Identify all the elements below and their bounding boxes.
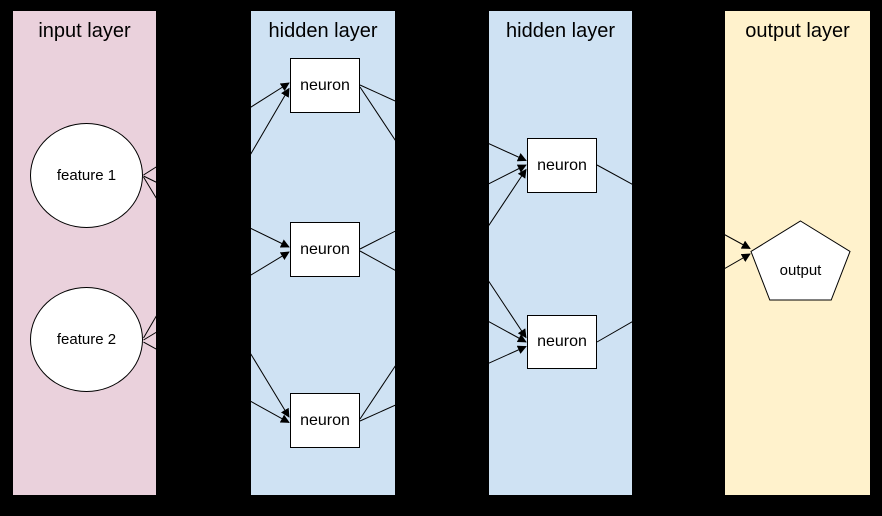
node-hidden2-neuron-1: neuron bbox=[527, 138, 597, 193]
edge-h1n3-h2n1 bbox=[359, 168, 527, 420]
edge-feature1-h1n1 bbox=[143, 82, 290, 176]
hidden-layer-2-title: hidden layer bbox=[506, 20, 615, 42]
node-hidden2-neuron-2: neuron bbox=[527, 315, 597, 369]
edge-h1n3-h2n2 bbox=[359, 345, 527, 422]
node-feature-1: feature 1 bbox=[30, 123, 143, 228]
edge-h1n1-h2n2 bbox=[359, 86, 527, 339]
node-hidden2-neuron-1-label: neuron bbox=[537, 156, 587, 174]
node-feature-2-label: feature 2 bbox=[56, 331, 117, 348]
edge-feature1-h1n2 bbox=[143, 175, 290, 248]
edge-h2n2-output bbox=[596, 253, 751, 343]
node-feature-2: feature 2 bbox=[30, 287, 143, 392]
edge-feature2-h1n3 bbox=[143, 341, 290, 423]
hidden-layer-1-title: hidden layer bbox=[268, 20, 378, 42]
node-feature-1-label: feature 1 bbox=[56, 167, 117, 184]
edge-h1n1-h2n1 bbox=[359, 84, 527, 162]
panel-input-layer: input layer bbox=[13, 11, 156, 495]
input-layer-title: input layer bbox=[38, 20, 131, 42]
edge-feature2-h1n1 bbox=[143, 87, 290, 339]
node-hidden1-neuron-3-label: neuron bbox=[300, 411, 350, 429]
node-output-label: output bbox=[779, 261, 822, 279]
edge-h2n1-output bbox=[596, 164, 751, 249]
node-hidden1-neuron-2: neuron bbox=[290, 222, 360, 277]
node-hidden1-neuron-2-label: neuron bbox=[300, 240, 350, 258]
node-hidden2-neuron-2-label: neuron bbox=[537, 333, 587, 350]
edge-feature2-h1n2 bbox=[143, 251, 290, 341]
node-hidden1-neuron-1: neuron bbox=[290, 58, 360, 113]
edge-h1n2-h2n2 bbox=[359, 250, 527, 343]
edge-feature1-h1n3 bbox=[143, 176, 290, 418]
node-hidden1-neuron-3: neuron bbox=[290, 393, 360, 448]
panel-hidden-layer-2: hidden layer bbox=[489, 11, 632, 495]
output-node-pentagon bbox=[750, 220, 851, 301]
output-layer-title: output layer bbox=[745, 20, 850, 42]
node-hidden1-neuron-1-label: neuron bbox=[300, 76, 350, 94]
edge-h1n2-h2n1 bbox=[359, 164, 527, 250]
